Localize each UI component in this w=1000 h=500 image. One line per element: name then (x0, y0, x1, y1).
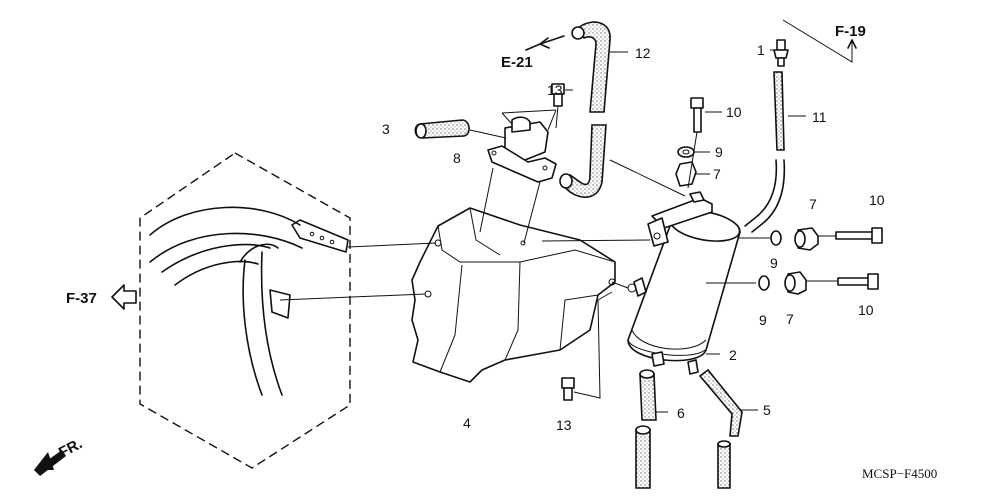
e21-arrow-icon (525, 43, 541, 51)
callout-7a: 7 (713, 166, 721, 182)
f37-arrow-icon (111, 284, 137, 310)
callout-7c: 7 (786, 311, 794, 327)
front-direction-arrow-icon (34, 450, 66, 476)
ref-f19: F-19 (835, 23, 866, 40)
callout-4: 4 (463, 415, 471, 431)
ref-e21: E-21 (501, 54, 533, 71)
callout-10c: 10 (858, 302, 874, 318)
callout-8: 8 (453, 150, 461, 166)
callout-10a: 10 (726, 104, 742, 120)
callout-9c: 9 (759, 312, 767, 328)
hose-3 (414, 119, 507, 139)
evap-canister (541, 191, 770, 375)
fitting-1 (770, 39, 789, 67)
callout-5: 5 (763, 402, 771, 418)
callout-13b: 13 (556, 417, 572, 433)
ref-f37: F-37 (66, 290, 97, 307)
callout-9a: 9 (715, 144, 723, 160)
catalog-code: MCSP−F4500 (862, 466, 937, 481)
callout-labels: 1 2 3 4 5 6 7 7 7 8 9 9 9 10 10 10 11 12… (382, 42, 885, 433)
purge-control-valve (479, 109, 557, 244)
callout-6: 6 (677, 405, 685, 421)
callout-12: 12 (635, 45, 651, 61)
right-mount-lower (758, 271, 879, 295)
right-mount-upper (770, 227, 883, 251)
callout-3: 3 (382, 121, 390, 137)
hose-6 (635, 369, 668, 489)
callout-9b: 9 (770, 255, 778, 271)
callout-1: 1 (757, 42, 765, 58)
callout-7b: 7 (809, 196, 817, 212)
hose-11 (744, 71, 806, 233)
hose-lower-bend (559, 124, 607, 198)
callout-10b: 10 (869, 192, 885, 208)
callout-13a: 13 (547, 82, 563, 98)
f19-pointer (782, 19, 857, 63)
hose-5 (698, 368, 758, 489)
upper-mount-hardware (609, 97, 722, 197)
callout-2: 2 (729, 347, 737, 363)
callout-11: 11 (812, 109, 827, 125)
canister-cover (279, 207, 616, 383)
frame-detail (139, 152, 351, 469)
hose-12 (539, 21, 628, 113)
bolt-13-bottom (561, 291, 613, 401)
bolt-13-top (551, 83, 573, 129)
